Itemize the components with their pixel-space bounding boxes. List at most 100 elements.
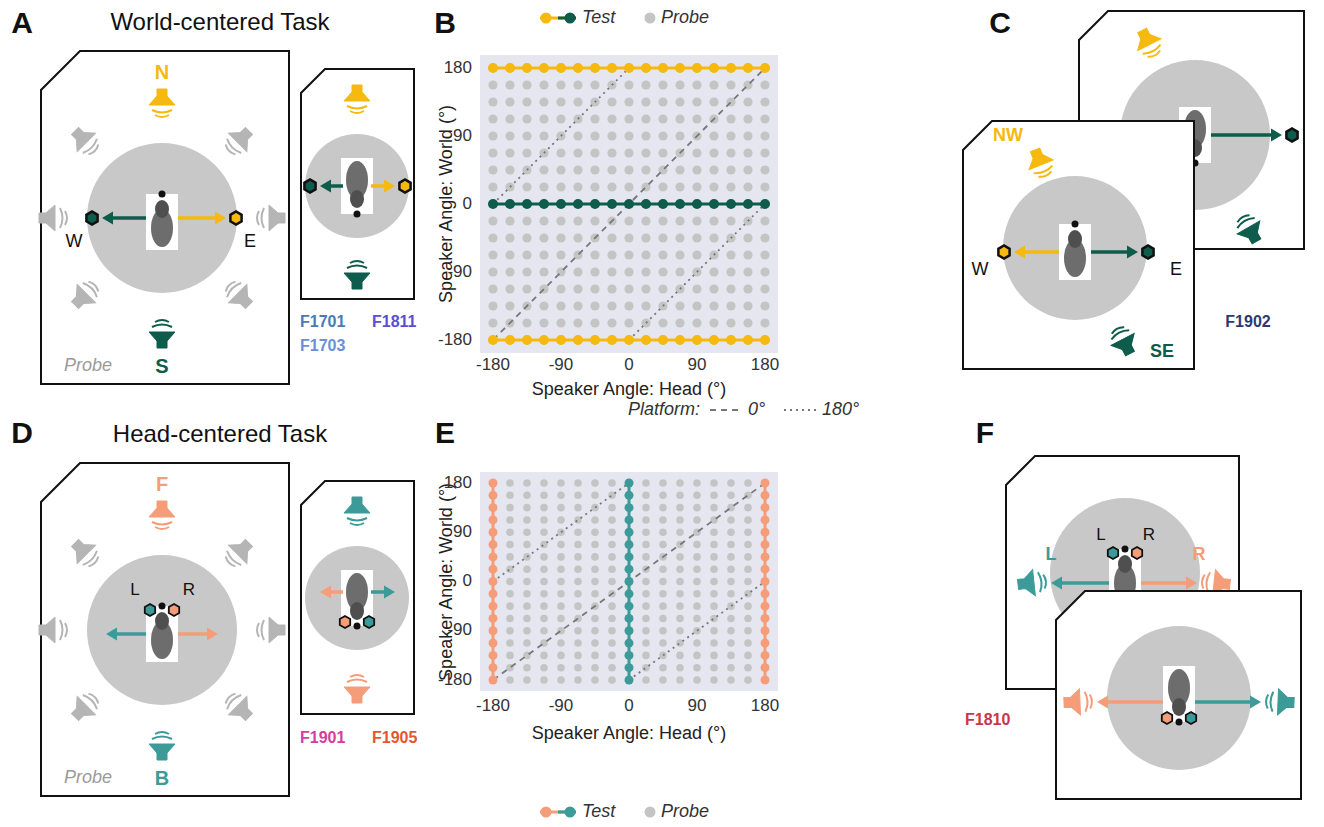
- animal-id: F1701: [300, 313, 345, 331]
- speaker-icon: [149, 732, 175, 760]
- test-dot: [573, 335, 583, 345]
- probe-dot: [761, 504, 769, 512]
- speaker-cone: [149, 332, 175, 348]
- legend-label: Probe: [661, 802, 709, 822]
- probe-dot: [675, 63, 684, 72]
- probe-dot: [556, 284, 565, 293]
- probe-dot: [693, 602, 701, 610]
- probe-dot: [573, 216, 582, 225]
- probe-dot: [539, 233, 548, 242]
- legend-swatch: [645, 807, 656, 818]
- test-dot: [761, 565, 770, 574]
- sound-wave: [347, 106, 367, 109]
- probe-dot: [590, 199, 599, 208]
- sound-wave: [152, 110, 172, 113]
- ear-marker: [1132, 547, 1142, 559]
- test-dot: [625, 676, 634, 685]
- probe-dot: [624, 148, 633, 157]
- probe-dot: [608, 627, 616, 635]
- test-dot: [625, 503, 634, 512]
- test-dot: [658, 335, 668, 345]
- test-dot: [489, 552, 498, 561]
- probe-dot: [522, 250, 531, 259]
- probe-dot: [625, 664, 633, 672]
- animal-id: F1902: [1225, 313, 1270, 331]
- arena-panel: [300, 68, 415, 300]
- probe-dot: [608, 578, 616, 586]
- probe-dot: [489, 553, 497, 561]
- probe-dot: [710, 602, 718, 610]
- arrow-head: [102, 212, 113, 225]
- probe-dot: [675, 114, 684, 123]
- speaker-cone: [1017, 570, 1036, 598]
- probe-dot: [744, 602, 752, 610]
- probe-dot: [744, 676, 752, 684]
- speaker-cone: [344, 497, 370, 513]
- probe-dot: [556, 301, 565, 310]
- tick-label: 0: [463, 195, 472, 214]
- speaker-icon: [220, 534, 258, 572]
- ferret-figure: [1059, 221, 1091, 281]
- probe-dot: [539, 216, 548, 225]
- probe-dot: [692, 216, 701, 225]
- probe-dot: [523, 590, 531, 598]
- probe-dot: [505, 216, 514, 225]
- test-dot: [761, 540, 770, 549]
- probe-dot: [590, 148, 599, 157]
- probe-dot: [641, 97, 650, 106]
- probe-dot: [505, 80, 514, 89]
- legend-label: 180°: [822, 400, 859, 420]
- probe-dot: [523, 565, 531, 573]
- probe-dot: [608, 479, 616, 487]
- probe-dot: [506, 528, 514, 536]
- test-dot: [761, 676, 770, 685]
- response-arrow: [1059, 581, 1109, 585]
- speaker-icon: [220, 122, 258, 160]
- probe-dot: [489, 504, 497, 512]
- platform-disc: [87, 143, 237, 293]
- probe-dot: [726, 267, 735, 276]
- probe-dot: [641, 335, 650, 344]
- probe-dot: [675, 80, 684, 89]
- probe-dot: [709, 131, 718, 140]
- test-dot: [539, 335, 549, 345]
- test-dot: [743, 335, 753, 345]
- sound-wave: [83, 281, 99, 297]
- probe-dot: [761, 590, 769, 598]
- probe-dot: [573, 165, 582, 174]
- platform-180-line: [493, 68, 629, 204]
- probe-dot: [641, 216, 650, 225]
- speaker-icon: [66, 276, 104, 314]
- probe-dot: [641, 233, 650, 242]
- probe-dot: [625, 541, 633, 549]
- probe-dot: [641, 114, 650, 123]
- probe-dot: [676, 578, 684, 586]
- probe-dot: [557, 676, 565, 684]
- probe-dot: [675, 131, 684, 140]
- probe-dot: [539, 182, 548, 191]
- sound-wave: [350, 111, 364, 113]
- arrow-head: [1014, 246, 1025, 259]
- test-dot: [624, 63, 634, 73]
- probe-dot: [658, 182, 667, 191]
- probe-dot: [658, 335, 667, 344]
- test-dot: [488, 199, 498, 209]
- probe-dot: [489, 639, 497, 647]
- test-dot: [607, 63, 617, 73]
- probe-dot: [590, 318, 599, 327]
- probe-dot: [642, 652, 650, 660]
- probe-dot: [692, 250, 701, 259]
- tick-label: 90: [688, 356, 707, 375]
- test-dot: [761, 651, 770, 660]
- probe-dot: [607, 301, 616, 310]
- probe-dot: [607, 114, 616, 123]
- probe-dot: [505, 199, 514, 208]
- probe-dot: [744, 627, 752, 635]
- probe-dot: [676, 492, 684, 500]
- arena-outline: [1056, 591, 1301, 799]
- test-dot: [625, 651, 634, 660]
- probe-dot: [726, 250, 735, 259]
- speaker-cone: [344, 687, 370, 703]
- probe-dot: [522, 216, 531, 225]
- speaker-icon: [66, 688, 104, 726]
